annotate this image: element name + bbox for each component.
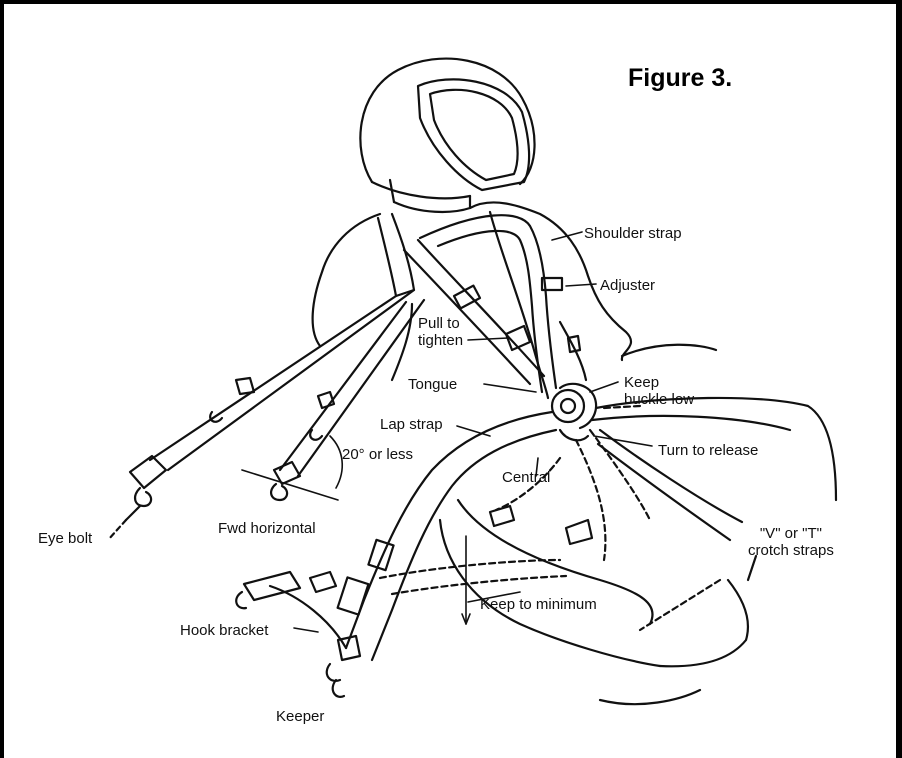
label-lap-strap: Lap strap (380, 416, 443, 433)
label-pull-to-tighten: Pull to tighten (418, 315, 463, 349)
label-angle: 20° or less (342, 446, 413, 463)
label-fwd-horizontal: Fwd horizontal (218, 520, 316, 537)
label-crotch-straps: "V" or "T" crotch straps (748, 525, 834, 559)
label-central: Central (502, 469, 550, 486)
left-shoulder-straps (108, 214, 424, 540)
figure-title: Figure 3. (628, 64, 732, 93)
right-shoulder-strap (404, 215, 580, 392)
label-keep-buckle-low: Keep buckle low (624, 374, 694, 408)
label-adjuster: Adjuster (600, 277, 655, 294)
label-shoulder-strap: Shoulder strap (584, 225, 682, 242)
helmet (360, 59, 534, 208)
label-keeper: Keeper (276, 708, 324, 725)
label-tongue: Tongue (408, 376, 457, 393)
label-hook-bracket: Hook bracket (180, 622, 268, 639)
label-keep-to-minimum: Keep to minimum (480, 596, 597, 613)
label-eye-bolt: Eye bolt (38, 530, 92, 547)
label-turn-to-release: Turn to release (658, 442, 758, 459)
